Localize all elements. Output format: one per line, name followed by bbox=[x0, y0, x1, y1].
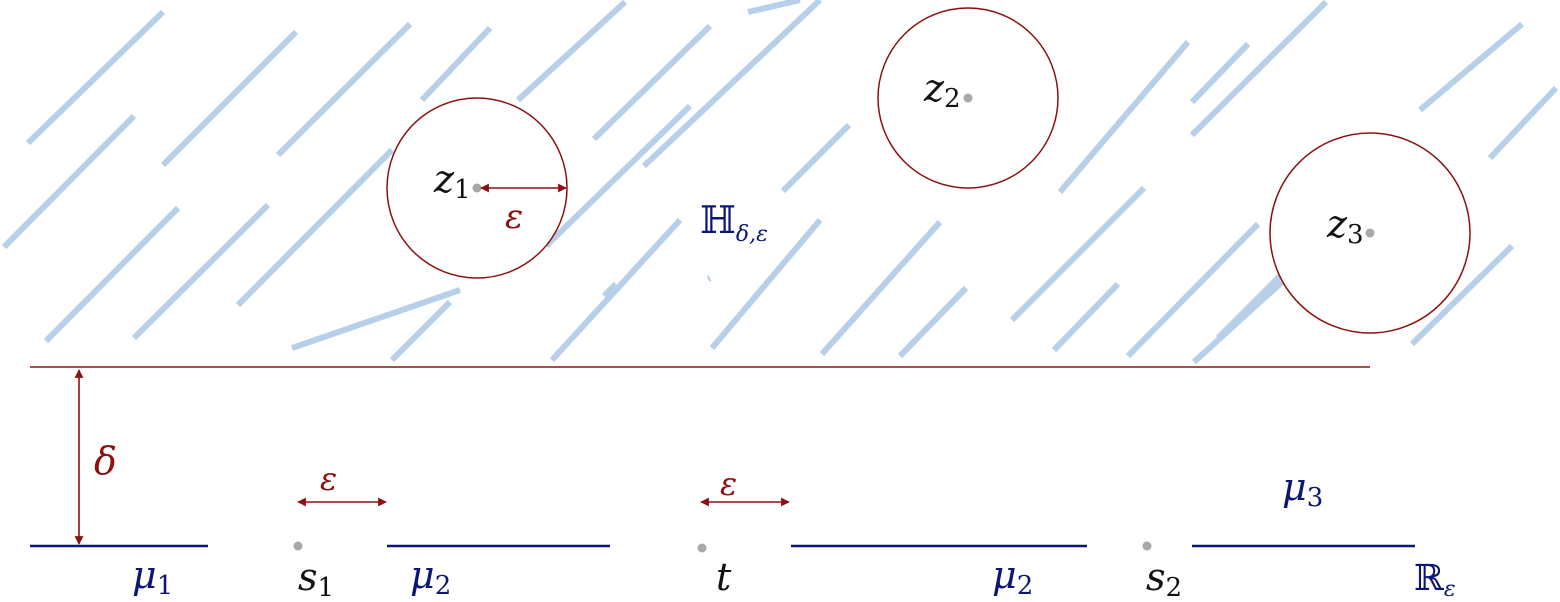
label-mu1: μ1 bbox=[132, 553, 173, 601]
point-z3 bbox=[1365, 228, 1375, 238]
hatch-stroke bbox=[235, 147, 395, 308]
label-t: t bbox=[716, 555, 732, 599]
hatch-stroke bbox=[1418, 21, 1524, 113]
hatch-stroke bbox=[515, 0, 628, 103]
hatch-stroke bbox=[1, 113, 137, 250]
hatch-stroke bbox=[706, 275, 712, 282]
label-z2: z2 bbox=[923, 66, 961, 114]
hatch-stroke bbox=[291, 287, 461, 351]
hatch-stroke bbox=[1057, 40, 1191, 194]
hatch-stroke bbox=[780, 122, 852, 194]
label-z3: z3 bbox=[1326, 202, 1364, 250]
hatch-stroke bbox=[747, 0, 801, 15]
label-z1: z1 bbox=[433, 157, 471, 205]
point-t bbox=[697, 543, 707, 553]
hatch-stroke bbox=[549, 217, 683, 363]
point-z1 bbox=[472, 183, 482, 193]
hatch-stroke bbox=[1125, 221, 1261, 359]
hatch-stroke bbox=[897, 285, 969, 359]
label-delta: δ bbox=[94, 439, 117, 483]
hatch-stroke bbox=[43, 205, 181, 344]
hatch-stroke bbox=[131, 202, 271, 341]
hatch-stroke bbox=[1189, 41, 1251, 105]
label-reals: ℝε bbox=[1414, 558, 1456, 602]
hatch-stroke bbox=[275, 21, 413, 158]
hatch-stroke bbox=[1189, 0, 1329, 138]
hatch-stroke bbox=[601, 281, 619, 299]
label-s1: s1 bbox=[298, 555, 334, 602]
label-region: ℍδ,ε bbox=[700, 198, 768, 247]
label-epsilon-radius: ε bbox=[505, 197, 523, 237]
label-mu3: μ3 bbox=[1282, 465, 1323, 513]
hatch-stroke bbox=[1487, 85, 1559, 161]
point-z2 bbox=[963, 93, 973, 103]
point-s1 bbox=[293, 541, 303, 551]
hatch-stroke bbox=[543, 103, 693, 249]
hatch-stroke bbox=[25, 9, 166, 146]
hatch-stroke bbox=[389, 299, 453, 363]
hatch-stroke bbox=[1215, 265, 1291, 341]
label-mu2-right: μ2 bbox=[992, 553, 1033, 601]
hatched-region bbox=[1, 0, 1559, 365]
label-s2: s2 bbox=[1146, 555, 1182, 602]
point-s2 bbox=[1142, 541, 1152, 551]
hatch-stroke bbox=[591, 23, 713, 142]
hatch-stroke bbox=[1409, 243, 1515, 347]
label-epsilon-gap-t: ε bbox=[720, 465, 737, 503]
hatch-stroke bbox=[641, 0, 823, 169]
hatch-stroke bbox=[819, 220, 943, 356]
label-mu2-left: μ2 bbox=[410, 553, 451, 601]
hatch-stroke bbox=[160, 29, 299, 168]
hatch-stroke bbox=[709, 218, 823, 350]
hatch-stroke bbox=[1051, 281, 1121, 353]
label-epsilon-gap-s1: ε bbox=[320, 460, 337, 498]
hatch-stroke bbox=[419, 25, 493, 103]
hatch-stroke bbox=[1009, 185, 1147, 323]
